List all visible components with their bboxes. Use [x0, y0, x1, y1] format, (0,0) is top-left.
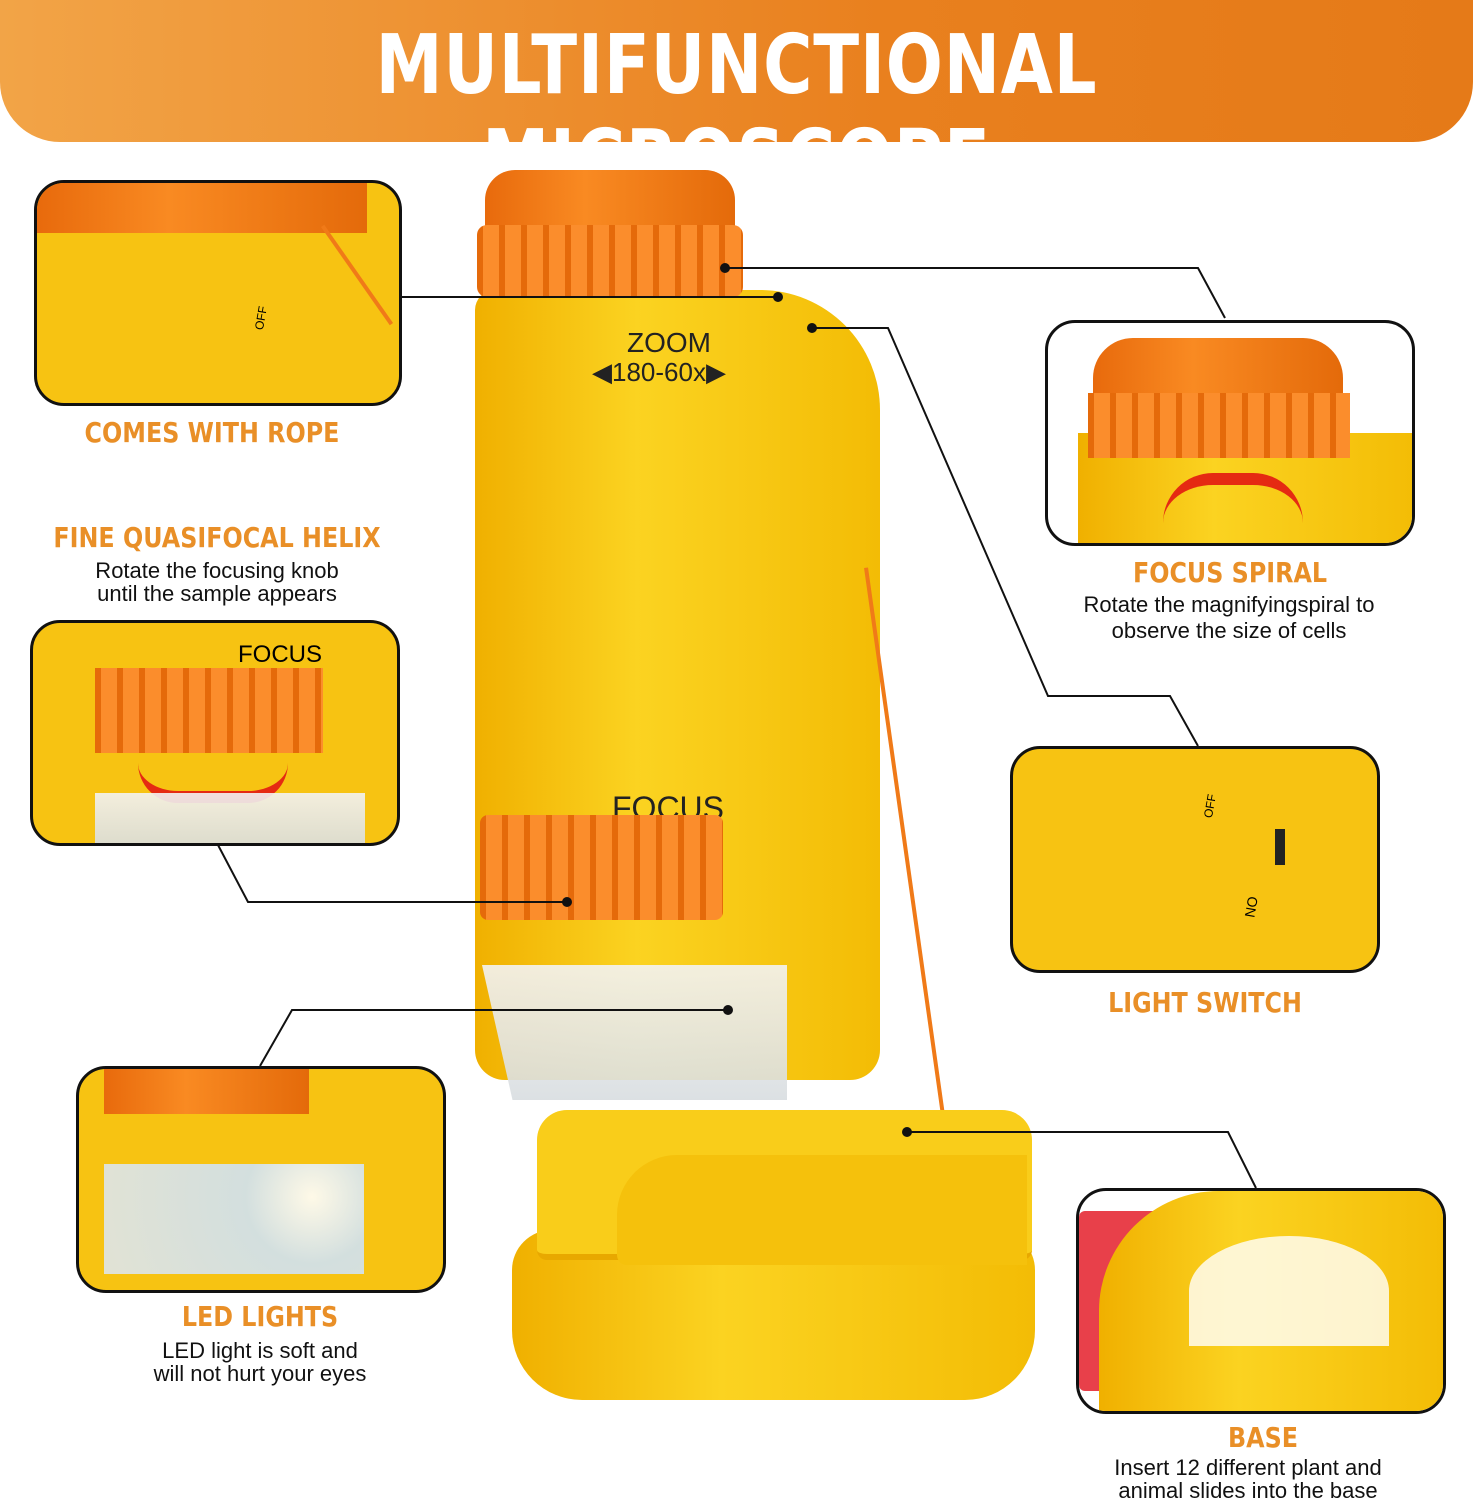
- base-detail-image: [1076, 1188, 1446, 1414]
- microscope-illustration: ZOOM ◀180-60x▶ FOCUS: [470, 165, 946, 1123]
- feature-desc: LED light is soft and: [162, 1338, 358, 1363]
- feature-title-led: LED LIGHTS: [181, 1300, 339, 1333]
- feature-title-light-switch: LIGHT SWITCH: [1108, 986, 1302, 1019]
- leader-line-light-switch: [812, 327, 1199, 747]
- feature-title-rope: COMES WITH ROPE: [84, 416, 340, 449]
- light-switch[interactable]: [1275, 829, 1285, 865]
- focus-label: FOCUS: [238, 641, 322, 668]
- feature-title-helix: FINE QUASIFOCAL HELIX: [53, 521, 381, 554]
- feature-desc: animal slides into the base: [1118, 1478, 1378, 1503]
- focus-spiral-detail-image: [1045, 320, 1415, 546]
- switch-off-text: OFF: [252, 304, 270, 332]
- zoom-label: ZOOM: [627, 327, 711, 358]
- feature-title-base: BASE: [1228, 1421, 1298, 1454]
- rope-detail-image: OFF: [34, 180, 402, 406]
- leader-line-base: [907, 1131, 1257, 1189]
- feature-desc: Rotate the focusing knob: [95, 558, 339, 583]
- title-banner: [0, 0, 1473, 142]
- zoom-range: ◀180-60x▶: [592, 357, 726, 387]
- feature-desc: observe the size of cells: [1111, 618, 1347, 643]
- feature-desc: Rotate the magnifyingspiral to: [1083, 592, 1375, 617]
- leader-line-focus-spiral: [725, 267, 1226, 319]
- feature-desc: until the sample appears: [97, 581, 337, 606]
- switch-off-text: OFF: [1201, 792, 1219, 820]
- feature-desc: Insert 12 different plant and: [1114, 1455, 1382, 1480]
- switch-on-text: ON: [1241, 895, 1262, 919]
- led-window: [482, 965, 787, 1100]
- feature-desc: will not hurt your eyes: [153, 1361, 367, 1386]
- focus-knob-detail-image: FOCUS: [30, 620, 400, 846]
- led-detail-image: [76, 1066, 446, 1293]
- feature-title-focus-spiral: FOCUS SPIRAL: [1132, 556, 1328, 589]
- rotate-arrow-icon: [1163, 473, 1303, 523]
- base-stand[interactable]: [512, 1110, 1035, 1400]
- leader-line-led: [259, 1009, 728, 1067]
- page-title: MULTIFUNCTIONAL MICROSCOPE: [375, 18, 1098, 208]
- leader-line-helix: [217, 844, 567, 903]
- light-switch-detail-image: OFF ON: [1010, 746, 1380, 973]
